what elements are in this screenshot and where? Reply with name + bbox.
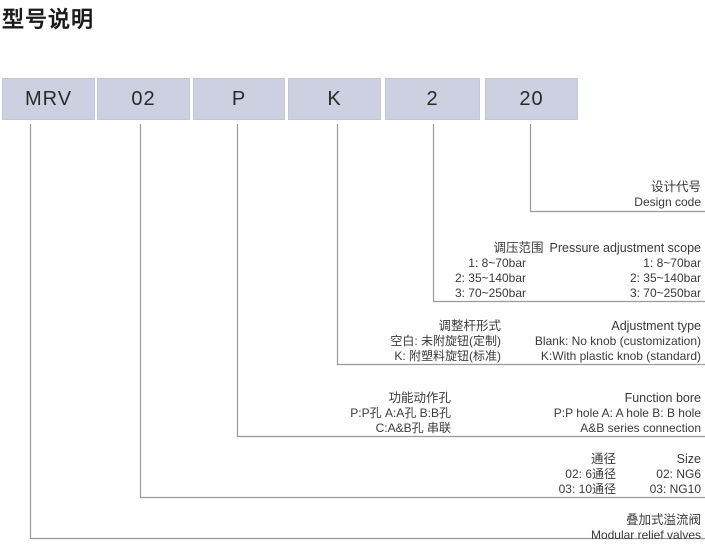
function-bore-row-en: P:P hole A: A hole B: B hole bbox=[553, 406, 701, 420]
function-bore-heading-cn: 功能动作孔 bbox=[388, 391, 451, 405]
page-title: 型号说明 bbox=[2, 7, 95, 32]
adjustment-type-heading-cn: 调整杆形式 bbox=[438, 319, 501, 333]
pressure-scope-heading-en: Pressure adjustment scope bbox=[549, 241, 701, 255]
design-code-heading-en: Design code bbox=[634, 195, 701, 209]
function-bore-heading-en: Function bore bbox=[624, 391, 701, 405]
adjustment-type-row-cn: 空白: 未附旋钮(定制) bbox=[390, 334, 501, 348]
pressure-scope-row-cn: 1: 8~70bar bbox=[468, 256, 526, 270]
pressure-scope-heading: 调压范围 Pressure adjustment scope bbox=[376, 241, 701, 256]
annotation-function-bore: 功能动作孔 Function bore P:P孔 A:A孔 B:B孔 P:P h… bbox=[236, 391, 701, 436]
pressure-scope-row-cn: 3: 70~250bar bbox=[454, 286, 526, 300]
size-row-cn: 02: 6通径 bbox=[565, 467, 616, 481]
function-bore-row-cn: P:P孔 A:A孔 B:B孔 bbox=[350, 406, 451, 420]
annotation-series: 叠加式溢流阀 Modular relief valves bbox=[591, 513, 701, 543]
annotation-adjustment-type: 调整杆形式 Adjustment type 空白: 未附旋钮(定制) Blank… bbox=[326, 319, 701, 364]
code-box-pressure-scope: 2 bbox=[385, 78, 480, 120]
function-bore-row: P:P孔 A:A孔 B:B孔 P:P hole A: A hole B: B h… bbox=[236, 406, 701, 421]
adjustment-type-heading: 调整杆形式 Adjustment type bbox=[326, 319, 701, 334]
adjustment-type-row-en: K:With plastic knob (standard) bbox=[540, 349, 701, 363]
function-bore-heading: 功能动作孔 Function bore bbox=[236, 391, 701, 406]
code-box-series: MRV bbox=[2, 78, 95, 120]
pressure-scope-row-en: 1: 8~70bar bbox=[643, 256, 701, 270]
code-box-design-code: 20 bbox=[485, 78, 578, 120]
size-row: 03: 10通径 03: NG10 bbox=[516, 482, 701, 497]
annotation-design-code: 设计代号 Design code bbox=[634, 180, 701, 210]
adjustment-type-row-cn: K: 附塑料旋钮(标准) bbox=[394, 349, 501, 363]
pressure-scope-row: 3: 70~250bar 3: 70~250bar bbox=[376, 286, 701, 301]
pressure-scope-heading-cn: 调压范围 bbox=[493, 241, 544, 255]
pressure-scope-row: 1: 8~70bar 1: 8~70bar bbox=[376, 256, 701, 271]
function-bore-row-cn: C:A&B孔 串联 bbox=[375, 421, 451, 435]
pressure-scope-row-cn: 2: 35~140bar bbox=[454, 271, 526, 285]
pressure-scope-row-en: 3: 70~250bar bbox=[629, 286, 701, 300]
series-heading-en: Modular relief valves bbox=[590, 528, 701, 542]
size-heading-cn: 通径 bbox=[590, 452, 616, 466]
function-bore-row-en: A&B series connection bbox=[580, 421, 701, 435]
code-box-adjustment-type: K bbox=[288, 78, 381, 120]
code-box-size: 02 bbox=[97, 78, 190, 120]
size-row-cn: 03: 10通径 bbox=[558, 482, 616, 496]
size-row: 02: 6通径 02: NG6 bbox=[516, 467, 701, 482]
series-heading-cn: 叠加式溢流阀 bbox=[625, 513, 701, 527]
adjustment-type-row-en: Blank: No knob (customization) bbox=[534, 334, 701, 348]
design-code-heading-cn: 设计代号 bbox=[650, 180, 701, 194]
annotation-size: 通径 Size 02: 6通径 02: NG6 03: 10通径 03: NG1… bbox=[516, 452, 701, 497]
pressure-scope-row-en: 2: 35~140bar bbox=[629, 271, 701, 285]
adjustment-type-heading-en: Adjustment type bbox=[611, 319, 701, 333]
size-heading: 通径 Size bbox=[516, 452, 701, 467]
size-row-en: 03: NG10 bbox=[649, 482, 701, 496]
size-row-en: 02: NG6 bbox=[656, 467, 701, 481]
pressure-scope-row: 2: 35~140bar 2: 35~140bar bbox=[376, 271, 701, 286]
annotation-pressure-scope: 调压范围 Pressure adjustment scope 1: 8~70ba… bbox=[376, 241, 701, 301]
code-box-function-bore: P bbox=[193, 78, 285, 120]
adjustment-type-row: 空白: 未附旋钮(定制) Blank: No knob (customizati… bbox=[326, 334, 701, 349]
adjustment-type-row: K: 附塑料旋钮(标准) K:With plastic knob (standa… bbox=[326, 349, 701, 364]
function-bore-row: C:A&B孔 串联 A&B series connection bbox=[236, 421, 701, 436]
size-heading-en: Size bbox=[676, 452, 701, 466]
